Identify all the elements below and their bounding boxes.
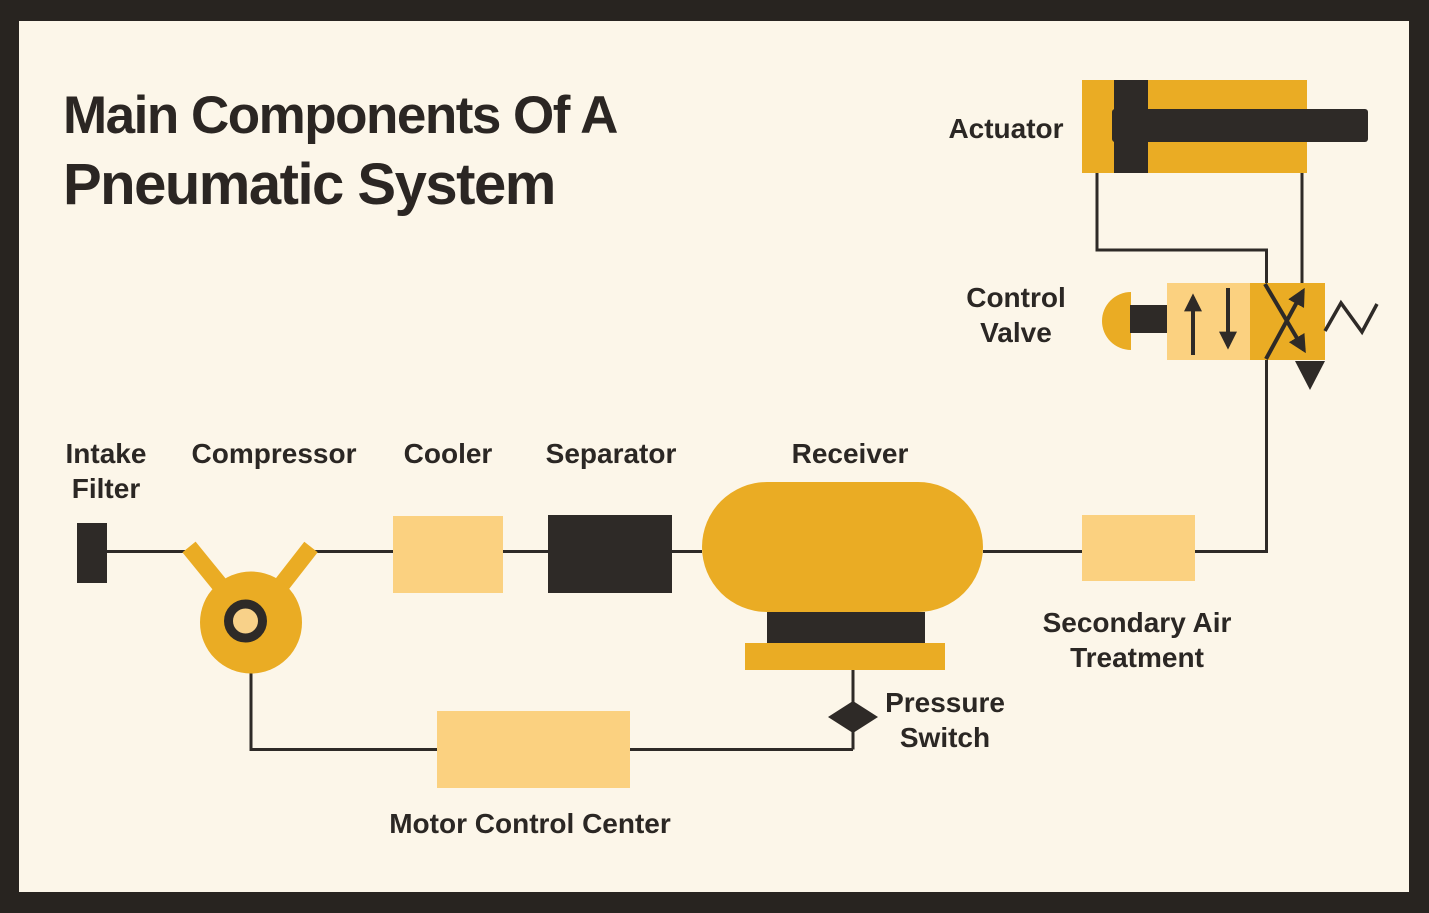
valve-cross-arrow-down-icon bbox=[1263, 282, 1306, 354]
diagram-canvas: Main Components Of A Pneumatic System bbox=[19, 21, 1409, 892]
receiver-shape bbox=[702, 482, 983, 670]
compressor-hub-icon bbox=[224, 599, 267, 643]
intake-filter-shape bbox=[77, 523, 107, 583]
label-motor-control-center: Motor Control Center bbox=[389, 806, 671, 841]
valve-cell-left bbox=[1167, 283, 1250, 360]
label-separator-text: Separator bbox=[545, 438, 677, 469]
label-cooler-text: Cooler bbox=[403, 438, 493, 469]
label-motor-control-center-text: Motor Control Center bbox=[389, 808, 671, 839]
label-separator: Separator bbox=[546, 436, 677, 471]
label-intake-filter-line1: Intake bbox=[65, 438, 147, 469]
label-receiver: Receiver bbox=[792, 436, 909, 471]
label-compressor-text: Compressor bbox=[191, 438, 357, 469]
pneumatic-system-diagram bbox=[77, 80, 1379, 788]
receiver-pedestal bbox=[767, 612, 925, 643]
separator-shape bbox=[548, 515, 672, 593]
valve-spring-icon bbox=[1323, 299, 1379, 336]
label-intake-filter: Intake Filter bbox=[66, 436, 147, 506]
label-control-valve-line2: Valve bbox=[980, 317, 1052, 348]
cooler-shape bbox=[393, 516, 503, 593]
main-air-line bbox=[107, 360, 1268, 553]
label-intake-filter-line2: Filter bbox=[71, 473, 141, 504]
label-actuator-text: Actuator bbox=[948, 113, 1064, 144]
pressure-switch-shape bbox=[828, 701, 878, 733]
label-compressor: Compressor bbox=[192, 436, 357, 471]
label-secondary-air-line1: Secondary Air bbox=[1042, 607, 1232, 638]
compressor-shape bbox=[182, 541, 318, 674]
motor-control-center-shape bbox=[437, 711, 630, 788]
label-pressure-switch-line2: Switch bbox=[899, 722, 991, 753]
label-control-valve: Control Valve bbox=[966, 280, 1066, 350]
label-actuator: Actuator bbox=[948, 111, 1063, 146]
title-line-2: Pneumatic System bbox=[63, 152, 556, 217]
page-title: Main Components Of A Pneumatic System bbox=[63, 79, 618, 217]
label-secondary-air-line2: Treatment bbox=[1070, 642, 1204, 673]
label-receiver-text: Receiver bbox=[791, 438, 909, 469]
receiver-tank bbox=[702, 482, 983, 612]
label-pressure-switch: Pressure Switch bbox=[885, 685, 1005, 755]
valve-exhaust-icon bbox=[1295, 361, 1325, 390]
secondary-air-treatment-shape bbox=[1082, 515, 1195, 581]
valve-cross-arrow-up-icon bbox=[1264, 287, 1305, 360]
control-valve-shape bbox=[1102, 282, 1379, 390]
label-pressure-switch-line1: Pressure bbox=[885, 687, 1005, 718]
label-cooler: Cooler bbox=[404, 436, 493, 471]
actuator-shape bbox=[1082, 80, 1368, 173]
title-line-1: Main Components Of A bbox=[63, 86, 618, 145]
label-secondary-air-treatment: Secondary Air Treatment bbox=[1043, 605, 1232, 675]
label-control-valve-line1: Control bbox=[966, 282, 1066, 313]
valve-pilot-icon bbox=[1102, 292, 1131, 350]
valve-solenoid-stub bbox=[1130, 305, 1167, 333]
actuator-rod bbox=[1112, 109, 1368, 142]
receiver-base bbox=[745, 643, 945, 670]
actuator-pipes bbox=[1095, 172, 1304, 284]
